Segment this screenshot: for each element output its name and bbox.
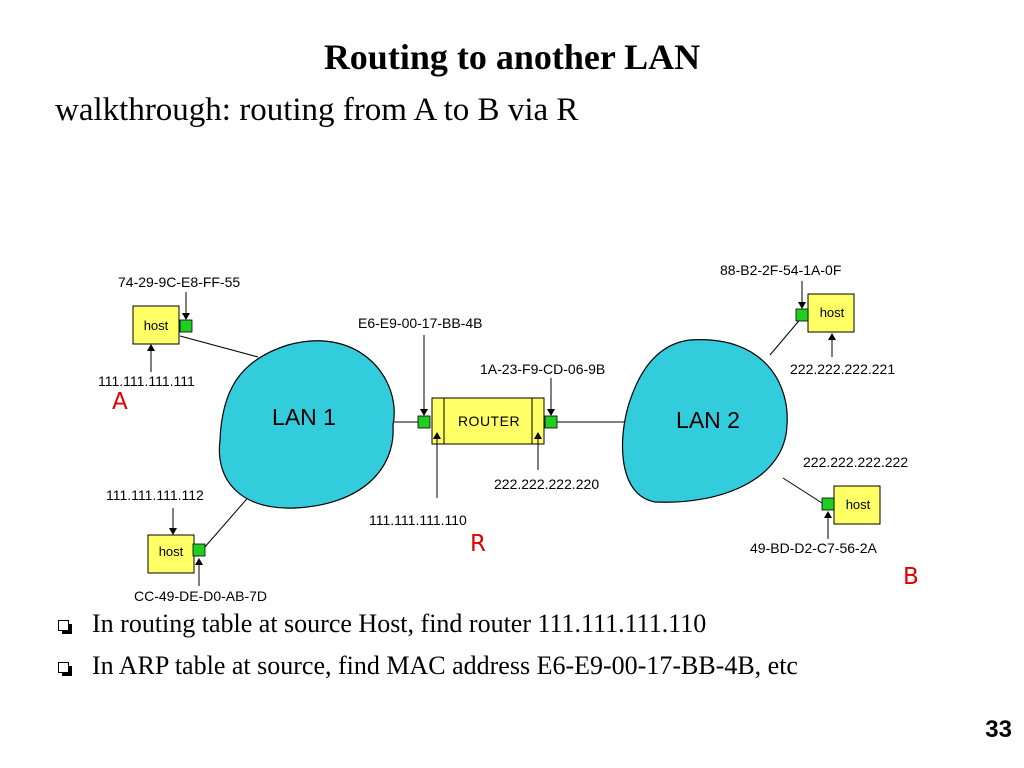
host-lan1-bottom-box [147,534,195,574]
host-a-label: host [144,318,169,333]
bullet-text: In ARP table at source, find MAC address… [92,651,798,680]
link-host-c-lan1 [203,492,253,549]
router-right-ip: 222.222.222.220 [494,476,599,492]
host-lan1-bottom: host [147,534,206,574]
host-a-mac: 74-29-9C-E8-FF-55 [118,274,240,290]
checkbox-bullet-icon [58,662,72,676]
bullet-item: In ARP table at source, find MAC address… [58,650,998,681]
host-lan1-bottom-ip: 111.111.111.112 [106,487,204,503]
host-lan1-bottom-label: host [159,544,184,559]
host-b-label: host [846,497,871,512]
host-lan2-top: host [795,293,855,333]
host-b-port [821,497,835,511]
host-a-box [132,305,180,345]
router-right-port [544,415,558,429]
marker-a: A [112,389,128,415]
router: ROUTER [417,397,558,445]
host-a: host [132,305,193,345]
link-host-top-lan2 [769,315,804,356]
host-b-mac: 49-BD-D2-C7-56-2A [750,540,877,556]
lan1-cloud [218,340,395,509]
host-lan2-top-port [795,308,809,322]
host-lan2-top-ip: 222.222.222.221 [790,361,895,377]
link-host-b-lan2 [782,477,823,504]
marker-r: R [470,531,486,557]
host-b-box [833,485,881,525]
host-lan2-top-mac: 88-B2-2F-54-1A-0F [720,262,841,278]
slide-title: Routing to another LAN [323,37,701,77]
router-right-mac: 1A-23-F9-CD-06-9B [480,361,605,377]
host-lan1-bottom-mac: CC-49-DE-D0-AB-7D [134,588,267,604]
lan2-label: LAN 2 [676,407,740,433]
slide-subtitle: walkthrough: routing from A to B via R [55,92,579,128]
bullet-item: In routing table at source Host, find ro… [58,608,998,639]
host-a-port [179,319,193,333]
host-b-ip: 222.222.222.222 [803,454,908,470]
link-host-a-lan1 [179,335,259,358]
lan1-label: LAN 1 [272,404,336,430]
router-left-port [417,415,431,429]
pointer-arrows [147,281,836,586]
host-lan1-bottom-port [192,543,206,557]
page-number: 33 [985,716,1012,743]
router-left-mac: E6-E9-00-17-BB-4B [358,315,483,331]
host-a-ip: 111.111.111.111 [98,373,195,389]
lan2-cloud [621,339,788,503]
connection-lines [179,315,823,549]
bullet-list: In routing table at source Host, find ro… [58,608,998,692]
host-lan2-top-label: host [820,305,845,320]
host-b: host [821,485,881,525]
router-box [431,397,545,445]
checkbox-bullet-icon [58,620,72,634]
router-label: ROUTER [458,413,520,429]
host-lan2-top-box [807,293,855,333]
marker-b: B [903,564,919,590]
bullet-text: In routing table at source Host, find ro… [92,609,707,638]
router-left-ip: 111.111.111.110 [369,512,467,528]
